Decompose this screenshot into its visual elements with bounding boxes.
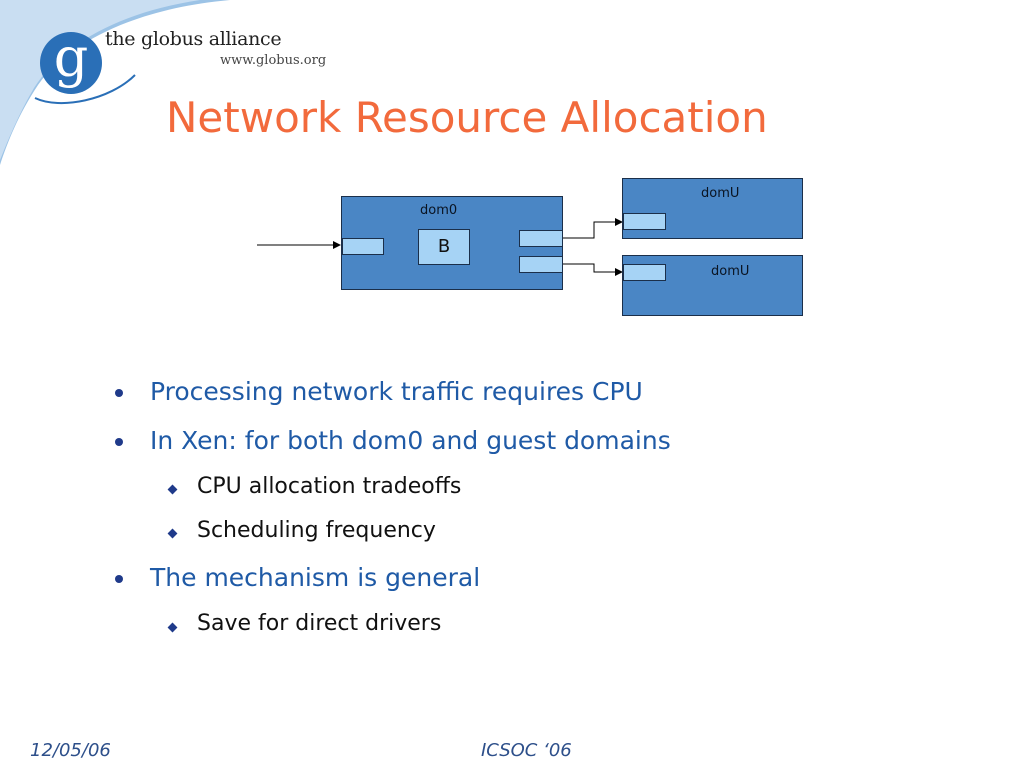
bullet-item: The mechanism is general [150,563,481,592]
domU-top-label: domU [701,186,740,201]
sub-bullet-diamond [167,622,178,633]
logo-name: the globus alliance [105,28,282,50]
dom0-output-port-top [519,230,563,247]
slide-title: Network Resource Allocation [166,93,768,142]
sub-bullet-item: Save for direct drivers [197,611,442,636]
bullet-item: Processing network traffic requires CPU [150,377,643,406]
bullet-dot [115,575,123,583]
bridge-box: B [418,229,470,265]
bullet-dot [115,438,123,446]
dom0-input-port [342,238,384,255]
sub-bullet-item: Scheduling frequency [197,518,436,543]
logo-url: www.globus.org [220,53,327,68]
domU-bottom-port [623,264,666,281]
bullet-dot [115,389,123,397]
logo-mark: g [53,26,89,89]
footer-venue: ICSOC ‘06 [481,740,572,761]
bullet-item: In Xen: for both dom0 and guest domains [150,426,671,455]
logo-circle [40,32,102,94]
domU-bottom-label: domU [711,264,750,279]
sub-bullet-diamond [167,484,178,495]
logo-orbit [34,74,136,105]
dom0-label: dom0 [420,203,458,218]
sub-bullet-diamond [167,528,178,539]
footer-date: 12/05/06 [30,740,111,761]
dom0-output-port-bottom [519,256,563,273]
sub-bullet-item: CPU allocation tradeoffs [197,474,462,499]
domU-top-port [623,213,666,230]
